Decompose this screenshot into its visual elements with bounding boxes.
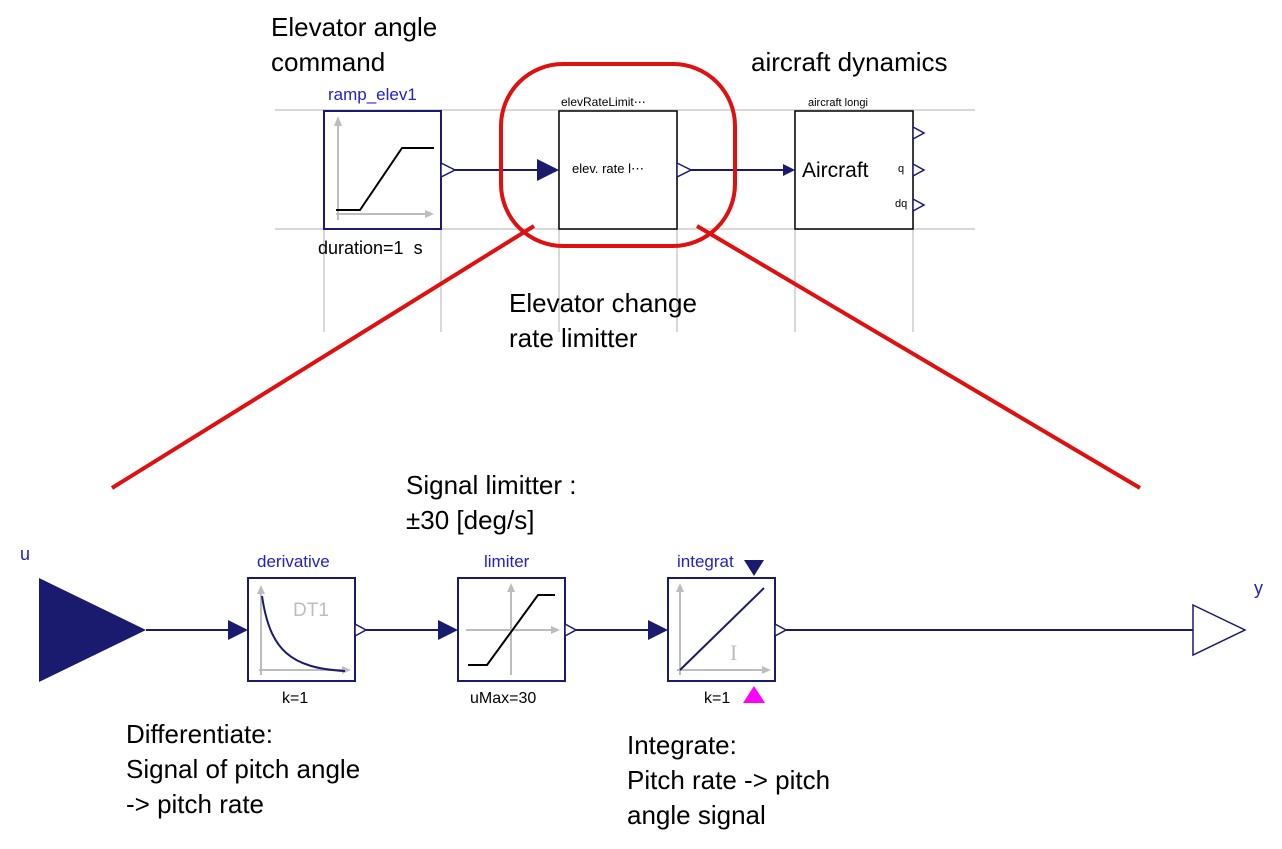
limiter-block[interactable] xyxy=(457,577,578,682)
derivative-block[interactable] xyxy=(247,577,368,682)
integrator-inner-label: I xyxy=(730,640,738,665)
rate-limiter-inner-label: elev. rate l⋯ xyxy=(572,161,645,176)
limiter-block-name: limiter xyxy=(484,552,530,571)
annotation-differentiate: Differentiate: Signal of pitch angle -> … xyxy=(126,719,361,819)
output-port-label: y xyxy=(1254,578,1263,598)
derivative-block-name: derivative xyxy=(257,552,330,571)
aircraft-block-name: aircraft longi xyxy=(808,97,868,109)
annotation-elevator-command: Elevator angle command xyxy=(271,12,438,77)
annotation-rate-limiter: Elevator change rate limitter xyxy=(509,288,697,353)
output-port-y xyxy=(1192,603,1247,657)
input-port-label: u xyxy=(20,544,31,564)
integrator-reset-port xyxy=(744,560,764,576)
zoom-highlight xyxy=(110,62,1142,490)
integrator-block[interactable] xyxy=(667,560,788,703)
ramp-block[interactable] xyxy=(323,110,457,230)
aircraft-inner-label: Aircraft xyxy=(802,159,869,182)
aircraft-port-dq-label: dq xyxy=(895,198,908,210)
integrator-magenta-port xyxy=(743,686,765,703)
integrator-block-name: integrat xyxy=(677,552,734,571)
rate-limiter-block[interactable] xyxy=(558,110,693,230)
aircraft-port-q-label: q xyxy=(898,163,905,175)
annotation-integrate: Integrate: Pitch rate -> pitch angle sig… xyxy=(627,730,831,830)
ramp-block-name: ramp_elev1 xyxy=(328,85,417,104)
derivative-inner-label: DT1 xyxy=(293,600,329,621)
ramp-block-param: duration=1 s xyxy=(318,238,423,258)
limiter-block-param: uMax=30 xyxy=(470,690,537,707)
annotation-signal-limiter: Signal limitter : ±30 [deg/s] xyxy=(406,470,577,535)
input-port-u xyxy=(39,578,146,682)
derivative-block-param: k=1 xyxy=(282,690,309,707)
integrator-block-param: k=1 xyxy=(704,690,731,707)
aircraft-block[interactable] xyxy=(794,110,926,230)
rate-limiter-block-name: elevRateLimit⋯ xyxy=(561,95,646,109)
annotation-aircraft-dynamics: aircraft dynamics xyxy=(751,47,948,77)
